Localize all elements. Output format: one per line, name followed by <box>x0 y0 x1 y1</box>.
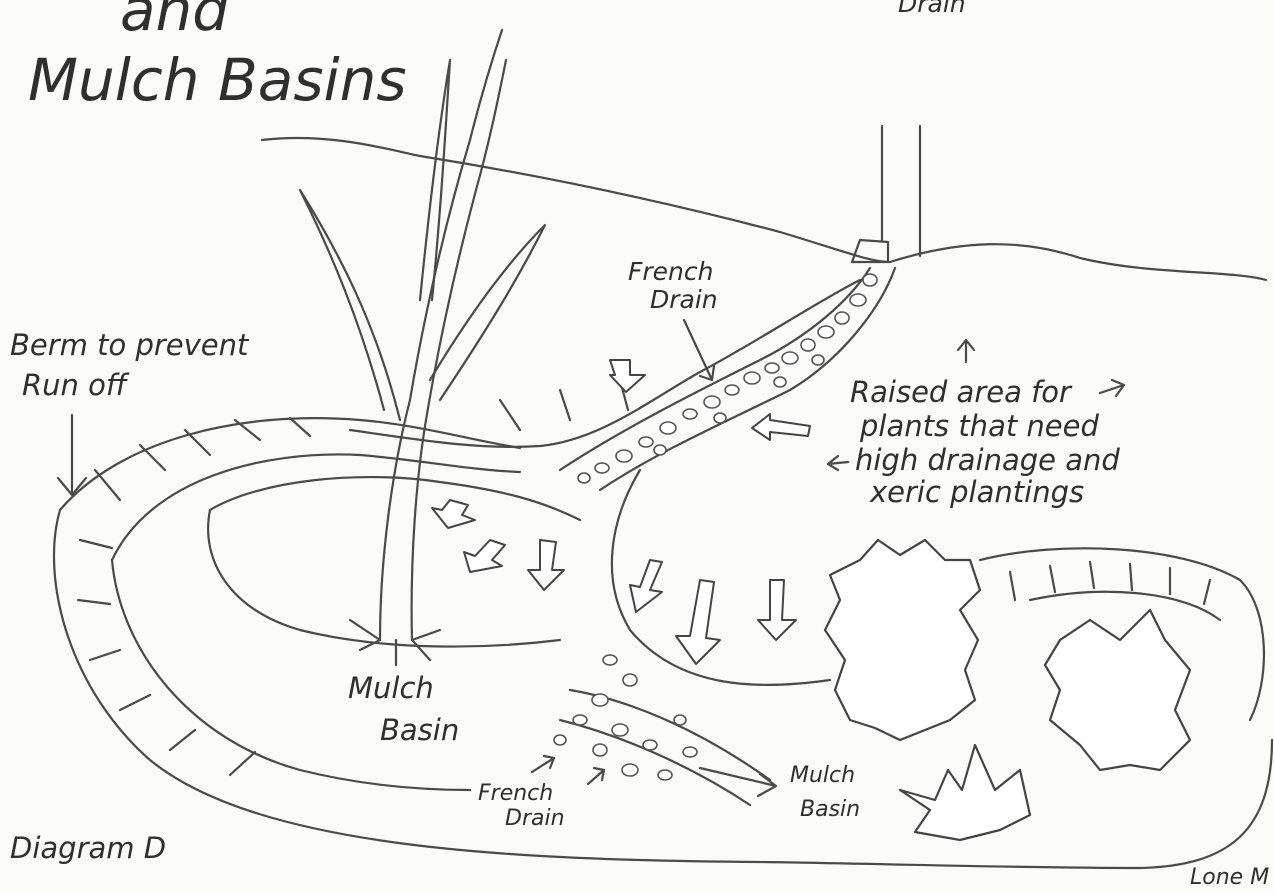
raised-area-line3: high drainage and <box>855 443 1120 477</box>
lower-drain-rocks <box>554 655 697 780</box>
top-partial-label: Drain <box>898 0 966 18</box>
raised-right-arrow <box>1100 380 1124 396</box>
berm-pointer-arrow <box>58 415 86 495</box>
french-drain-top-line2: Drain <box>650 285 718 314</box>
french-drain-bottom-line1: French <box>478 781 553 806</box>
french-drain-top-line1: French <box>628 257 713 286</box>
shrub-right <box>1045 610 1190 770</box>
raised-mound-outline <box>890 244 1266 280</box>
french-drain-bottom-pointer2 <box>588 768 604 784</box>
raised-area-line4: xeric plantings <box>869 475 1084 509</box>
lower-french-drain-channel <box>560 690 770 805</box>
raised-area-line1: Raised area for <box>850 375 1073 409</box>
mulch-basin-right-line1: Mulch <box>790 763 855 788</box>
raised-area-line2: plants that need <box>859 409 1099 443</box>
title-line1: and <box>120 0 230 44</box>
mulch-basin-left-line1: Mulch <box>348 671 434 705</box>
artist-signature: Lone M <box>1190 865 1269 890</box>
upper-french-drain-channel <box>560 268 895 490</box>
left-basin-rim <box>208 477 580 647</box>
berm-label-line2: Run off <box>22 368 130 402</box>
french-drain-bottom-line2: Drain <box>505 806 565 831</box>
mulch-basin-left-line2: Basin <box>380 713 459 747</box>
diagram-id: Diagram D <box>10 831 166 865</box>
shrub-center <box>825 540 980 740</box>
french-drain-top-pointer <box>684 320 714 380</box>
berm-label-line1: Berm to prevent <box>10 328 250 362</box>
raised-left-arrow <box>828 456 848 470</box>
french-drain-bottom-pointer1 <box>532 756 554 772</box>
leaf-bottom <box>900 745 1030 840</box>
downspout-pipe <box>852 126 920 262</box>
title-line2: Mulch Basins <box>28 46 407 114</box>
tree-sketch <box>300 30 545 665</box>
raised-up-arrow <box>958 340 974 362</box>
mulch-basin-right-line2: Basin <box>800 797 860 822</box>
horizon-line <box>262 138 890 262</box>
